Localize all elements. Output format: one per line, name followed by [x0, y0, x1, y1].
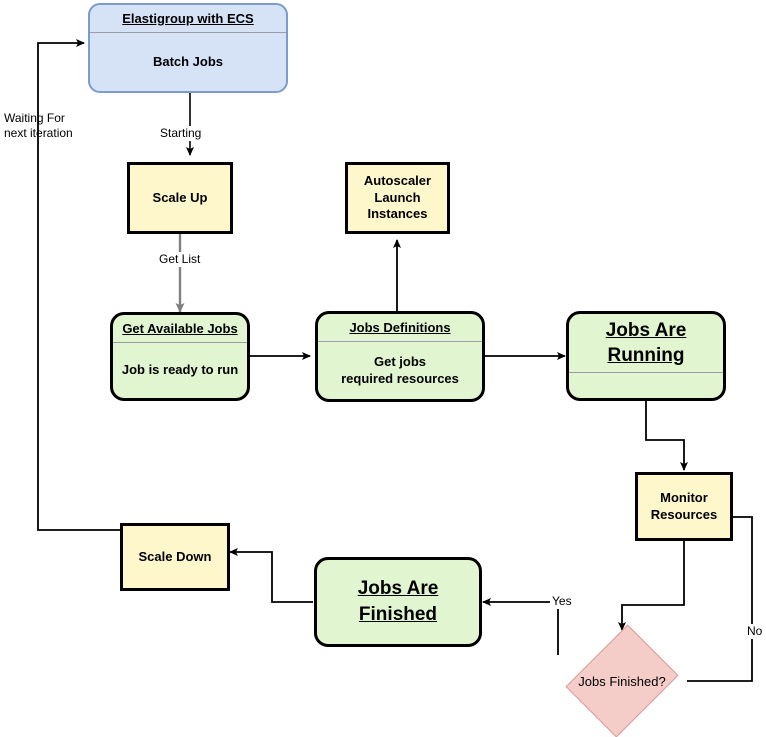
jobs-definitions-body-line-1: Get jobs	[373, 353, 426, 369]
edge-label-yes: Yes	[550, 594, 574, 609]
node-monitor-resources[interactable]: Monitor Resources	[635, 472, 733, 541]
elastigroup-body: Batch Jobs	[152, 53, 224, 69]
elastigroup-title: Elastigroup with ECS	[122, 11, 254, 26]
jobs-are-running-title-line-1: Jobs Are	[605, 319, 687, 341]
jobs-definitions-divider	[318, 341, 482, 343]
edge-jobs-are-finished-to-scale-down	[229, 548, 313, 603]
waiting-label-line-2: next iteration	[4, 126, 73, 140]
jobs-finished-decision-label: Jobs Finished?	[578, 673, 666, 689]
jobs-definitions-body-line-2: required resources	[341, 370, 459, 386]
node-elastigroup-with-ecs[interactable]: Elastigroup with ECS Batch Jobs	[88, 3, 288, 93]
jobs-are-running-body	[569, 373, 723, 397]
jobs-definitions-title: Jobs Definitions	[349, 320, 451, 335]
scale-down-label: Scale Down	[138, 548, 212, 564]
node-jobs-are-finished[interactable]: Jobs Are Finished	[314, 557, 482, 647]
autoscaler-label: Autoscaler Launch Instances	[348, 165, 447, 231]
jobs-are-finished-line-2: Finished	[358, 604, 438, 625]
monitor-resources-line-2: Resources	[650, 506, 718, 522]
jobs-definitions-body: Get jobs required resources	[318, 342, 482, 399]
waiting-label-line-1: Waiting For	[4, 111, 65, 125]
edge-monitor-resources-to-decision	[618, 541, 685, 631]
jobs-are-running-divider	[569, 372, 723, 374]
elastigroup-divider	[90, 32, 286, 34]
edge-label-no: No	[745, 624, 765, 639]
edge-decision-no-to-monitor-resources	[687, 513, 753, 682]
edge-decision-yes-to-jobs-are-finished	[482, 598, 559, 655]
jobs-are-finished-title: Jobs Are Finished	[317, 560, 479, 644]
get-available-jobs-body: Job is ready to run	[121, 362, 239, 378]
jobs-are-finished-line-1: Jobs Are	[357, 578, 439, 600]
monitor-resources-line-1: Monitor	[660, 489, 708, 505]
autoscaler-line-3: Instances	[367, 206, 428, 222]
node-get-available-jobs[interactable]: Get Available Jobs Job is ready to run	[110, 312, 250, 401]
node-jobs-definitions[interactable]: Jobs Definitions Get jobs required resou…	[315, 311, 485, 402]
autoscaler-line-1: Autoscaler	[363, 172, 432, 188]
get-available-jobs-divider	[113, 342, 247, 344]
node-jobs-are-running[interactable]: Jobs Are Running	[566, 311, 726, 401]
edge-label-starting: Starting	[158, 126, 204, 141]
scale-up-label: Scale Up	[152, 189, 208, 205]
edge-label-get-list: Get List	[157, 252, 203, 267]
get-available-jobs-title: Get Available Jobs	[122, 321, 238, 336]
edge-label-waiting-for-next-iteration: Waiting For next iteration	[2, 111, 75, 141]
node-jobs-finished-decision[interactable]: Jobs Finished?	[558, 624, 686, 737]
jobs-are-running-title: Jobs Are Running	[569, 315, 723, 372]
edge-jobs-are-running-to-monitor-resources	[645, 401, 688, 471]
node-scale-down[interactable]: Scale Down	[120, 523, 230, 591]
jobs-are-running-title-line-2: Running	[607, 344, 685, 366]
monitor-resources-label: Monitor Resources	[638, 475, 730, 538]
node-scale-up[interactable]: Scale Up	[127, 162, 233, 234]
autoscaler-line-2: Launch	[374, 189, 421, 205]
node-autoscaler-launch-instances[interactable]: Autoscaler Launch Instances	[345, 162, 450, 234]
